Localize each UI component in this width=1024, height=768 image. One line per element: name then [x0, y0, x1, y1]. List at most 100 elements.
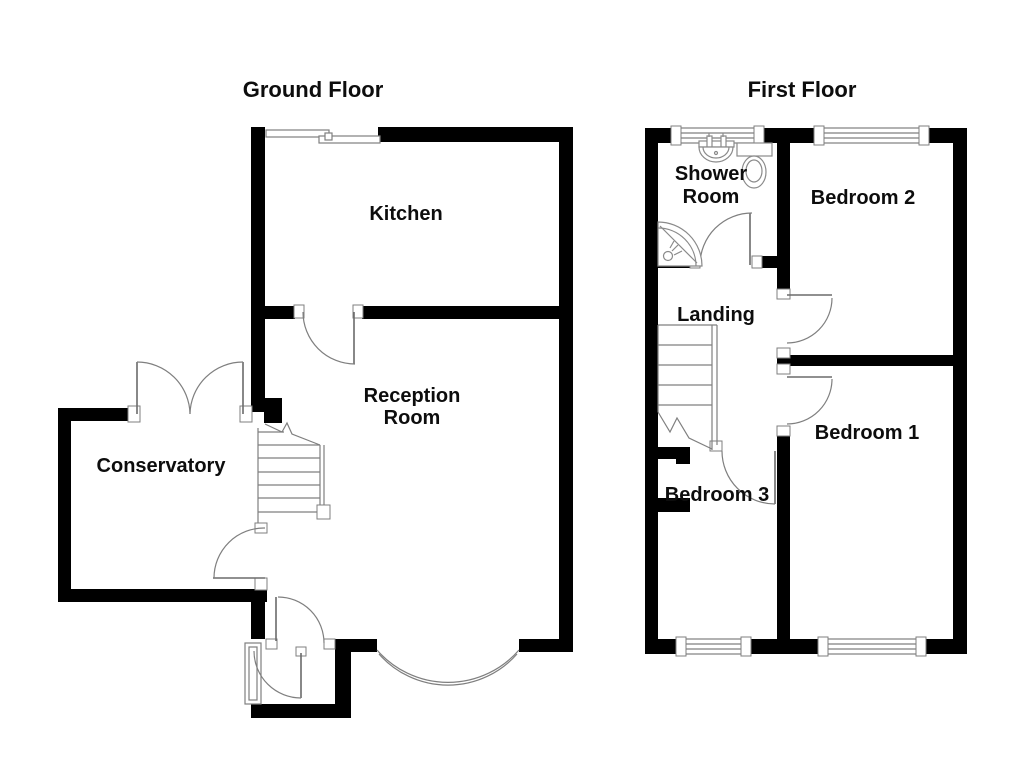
ground-floor-walls [58, 127, 573, 718]
door-arc [253, 650, 302, 699]
stair-break-line [264, 421, 321, 446]
stair-newel [316, 504, 331, 520]
door-jamb [776, 363, 791, 375]
wall-segment [657, 498, 690, 512]
reception-room-label-line1: Reception [364, 385, 461, 407]
window-top-bedroom2 [813, 125, 930, 146]
door-jamb [352, 304, 364, 319]
wall-segment [645, 639, 680, 654]
door-arc [136, 361, 191, 415]
staircase-first-icon [657, 324, 718, 450]
conservatory-label: Conservatory [97, 455, 227, 477]
wall-segment [747, 639, 822, 654]
door-jamb [751, 255, 763, 269]
stair-break-line [657, 411, 713, 450]
shower-head [662, 250, 674, 262]
door-jamb [776, 425, 791, 437]
wall-segment [777, 427, 790, 639]
ground-floor-labels: Kitchen Reception Room Conservatory [97, 203, 461, 477]
ground-floor-title: Ground Floor [243, 77, 384, 102]
corner-shower-icon [657, 221, 703, 267]
door-arc [302, 311, 356, 365]
window-frame [817, 127, 926, 144]
door-jamb [776, 288, 791, 300]
toilet-icon [736, 142, 773, 189]
wall-segment [58, 408, 71, 602]
kitchen-door [293, 304, 364, 365]
window-bottom-bedroom1 [817, 636, 927, 657]
wall-segment [645, 128, 658, 654]
sink-basin-inner [702, 146, 730, 159]
door-jamb [709, 440, 723, 452]
window-frame [821, 638, 923, 655]
door-arc [189, 361, 244, 415]
bedroom2-label: Bedroom 2 [811, 187, 915, 209]
sink-shelf [698, 140, 735, 148]
toilet-cistern [736, 142, 773, 157]
entrance-porch [244, 642, 307, 705]
sink-icon [698, 133, 735, 163]
wall-segment [362, 306, 559, 319]
shower-spray [673, 250, 683, 256]
wall-segment [645, 128, 677, 143]
shower-spray [671, 244, 679, 252]
wall-segment [378, 127, 573, 142]
window-end [670, 125, 682, 146]
porch-glazing-inner [248, 646, 258, 701]
wall-segment [922, 639, 967, 654]
door-jamb [293, 304, 305, 319]
wall-segment [953, 128, 967, 654]
wall-segment [559, 127, 573, 652]
sink-drain [713, 150, 719, 156]
shower-screen [659, 225, 698, 264]
window-end [817, 636, 829, 657]
door-arc [786, 297, 833, 344]
wall-segment [676, 452, 690, 464]
door-arc [721, 450, 776, 505]
wall-segment [335, 648, 351, 718]
window-end [813, 125, 825, 146]
wall-segment [264, 306, 295, 319]
window-end [753, 125, 765, 146]
kitchen-label: Kitchen [369, 203, 442, 225]
door-arc [699, 212, 753, 266]
window-end [740, 636, 752, 657]
first-floor-labels: Shower Room Bedroom 2 Landing Bedroom 1 … [665, 163, 919, 506]
wall-segment [777, 355, 953, 366]
door-jamb [323, 638, 336, 650]
front-door [265, 596, 336, 650]
bedroom2-door [776, 288, 833, 359]
door-jamb [265, 638, 278, 650]
shower-room-label-line1: Shower [675, 163, 747, 185]
bedroom1-label: Bedroom 1 [815, 422, 919, 444]
wall-segment [264, 398, 282, 423]
hall-door [213, 522, 268, 591]
sink-tap [720, 135, 727, 148]
wall-segment [58, 589, 267, 602]
door-arc [213, 527, 266, 579]
bay-window-icon [376, 649, 520, 686]
window-end [915, 636, 927, 657]
bedroom3-door [709, 440, 776, 505]
wall-segment [760, 128, 818, 143]
door-arc [786, 378, 833, 425]
wall-segment [58, 408, 138, 421]
wall-segment [925, 128, 967, 143]
first-floor-title: First Floor [748, 77, 857, 102]
door-jamb [127, 405, 141, 423]
wall-segment [777, 143, 790, 290]
shower-tray-inner [657, 227, 697, 267]
toilet-bowl-inner [745, 159, 763, 183]
wall-segment [519, 639, 573, 652]
wall-segment [251, 704, 341, 718]
staircase-ground-icon [257, 421, 331, 523]
bedroom1-door [776, 363, 833, 437]
shower-spray [669, 240, 675, 249]
sink-tap [706, 135, 713, 148]
door-jamb [254, 577, 268, 591]
french-doors-icon [127, 361, 253, 423]
bay-window-line [378, 653, 518, 686]
landing-label: Landing [677, 304, 755, 326]
